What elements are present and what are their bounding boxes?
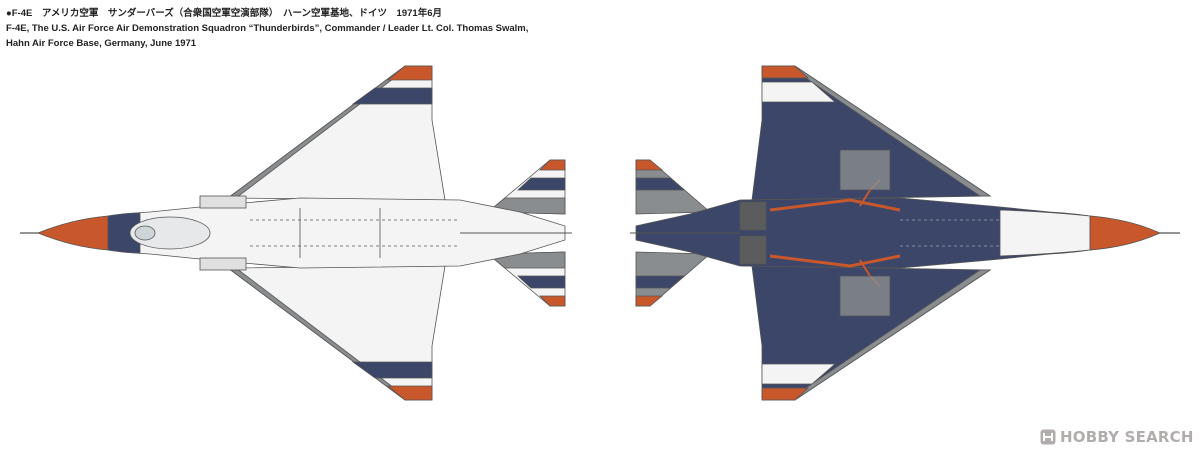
bottom-view-forward-white <box>999 209 1091 257</box>
top-view-stabilizer-upper-red <box>539 159 566 171</box>
top-view-lower-wing-blue <box>351 361 433 379</box>
bottom-view-stabilizer-upper-red <box>635 159 664 171</box>
aircraft-top-view <box>20 65 572 401</box>
top-view-lower-wing-red <box>386 385 433 401</box>
top-view-upper-wing <box>226 65 446 201</box>
top-view-nose-red <box>36 215 109 251</box>
bottom-view-stabilizer-upper-blue <box>635 177 686 191</box>
bottom-view-exhaust-upper <box>739 201 767 231</box>
caption-line-en-2: Hahn Air Force Base, Germany, June 1971 <box>6 38 197 49</box>
top-view-intake-upper <box>199 195 247 209</box>
top-view-stabilizer-upper-blue <box>516 177 566 191</box>
caption-line-en-1: F-4E, The U.S. Air Force Air Demonstrati… <box>6 23 529 34</box>
top-view-intake-lower <box>199 257 247 271</box>
bottom-view-lower-wing-white <box>761 363 837 385</box>
top-view-stabilizer-lower-blue <box>516 275 566 289</box>
caption-line-jp: ●F-4E アメリカ空軍 サンダーバーズ（合衆国空軍空演部隊） ハーン空軍基地、… <box>6 8 442 19</box>
watermark-text: HOBBY SEARCH <box>1060 428 1194 446</box>
bottom-view-upper-wing-white <box>761 81 837 103</box>
top-view-canopy <box>129 216 211 250</box>
bottom-view-gear-bay-upper <box>839 149 891 191</box>
watermark: HOBBY SEARCH <box>1040 428 1194 446</box>
caption: ●F-4E アメリカ空軍 サンダーバーズ（合衆国空軍空演部隊） ハーン空軍基地、… <box>6 6 606 51</box>
bottom-view-gear-bay-lower <box>839 275 891 317</box>
bottom-view-stabilizer-lower-blue <box>635 275 686 289</box>
hobby-search-logo-icon <box>1040 429 1056 445</box>
bottom-view-nose-red <box>1089 215 1161 251</box>
top-view-lower-wing <box>226 265 446 401</box>
aircraft-bottom-view <box>630 65 1180 401</box>
top-view-stabilizer-lower-red <box>539 295 566 307</box>
bottom-view-stabilizer-lower-red <box>635 295 664 307</box>
top-view-upper-wing-red <box>386 65 433 81</box>
bottom-view-exhaust-lower <box>739 235 767 265</box>
top-view-canopy-band <box>107 212 141 254</box>
bottom-view-lower-wing-red <box>761 387 810 401</box>
bottom-view-upper-wing-red <box>761 65 810 79</box>
top-view-upper-wing-blue <box>351 87 433 105</box>
